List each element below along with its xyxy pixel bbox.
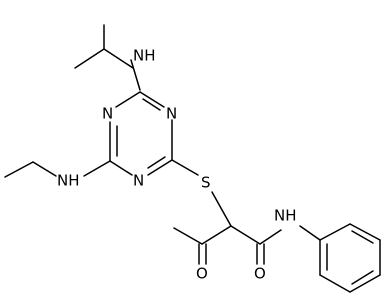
bond-nh-isopropyl-to-ring — [130, 59, 141, 91]
bond-ethyl-ch2-to-nh — [32, 161, 57, 177]
bond-nh-to-phenyl — [299, 225, 321, 241]
bond-amide-carbon-to-nh — [259, 229, 282, 245]
n-ring-bottom-label: N — [133, 172, 144, 190]
bond-ethyl-ch3 — [4, 161, 34, 178]
nh-amide-label: NH — [274, 207, 297, 225]
bond-n-bottom-to-ring-bottom — [109, 160, 133, 176]
o-amide-label: O — [254, 265, 266, 283]
sulfur-label: S — [201, 174, 211, 192]
nh-isopropyl-label: NH — [133, 47, 156, 65]
bond-sulfur-to-alpha-carbon — [211, 191, 232, 227]
bond-phenyl-2-3 — [349, 223, 381, 241]
n-ring-left-label: N — [102, 105, 113, 123]
bond-ring-right-to-n-bottom — [147, 159, 173, 176]
nh-ethyl-label: NH — [57, 172, 80, 190]
bond-ring-right-to-n-bottom-double — [147, 156, 166, 169]
atom-labels: NH N N N NH S O O NH — [57, 47, 297, 283]
bond-alpha-to-ketone-carbon — [201, 225, 232, 245]
o-ketone-label: O — [196, 265, 208, 283]
bond-phenyl-1-2 — [319, 223, 351, 241]
bond-alpha-to-amide-carbon — [230, 225, 261, 245]
bond-ring-top-to-n-top — [139, 91, 165, 108]
bond-ring-to-nh-ethyl — [83, 160, 111, 177]
bond-ring-top-to-n-left — [115, 91, 141, 108]
bond-phenyl-inner-a — [351, 230, 374, 244]
bond-isopropyl-methyl-right — [103, 48, 134, 69]
bond-phenyl-5-6 — [319, 274, 351, 293]
bond-ketone-methyl — [173, 227, 203, 245]
bonds — [4, 24, 381, 293]
bond-phenyl-4-5 — [349, 274, 381, 293]
bond-ring-to-sulfur — [171, 159, 199, 176]
bond-isopropyl-methyl-left — [74, 48, 105, 69]
bond-ring-top-to-n-top-double — [142, 98, 161, 111]
n-ring-top-label: N — [166, 105, 177, 123]
bond-phenyl-inner-b — [351, 270, 374, 285]
